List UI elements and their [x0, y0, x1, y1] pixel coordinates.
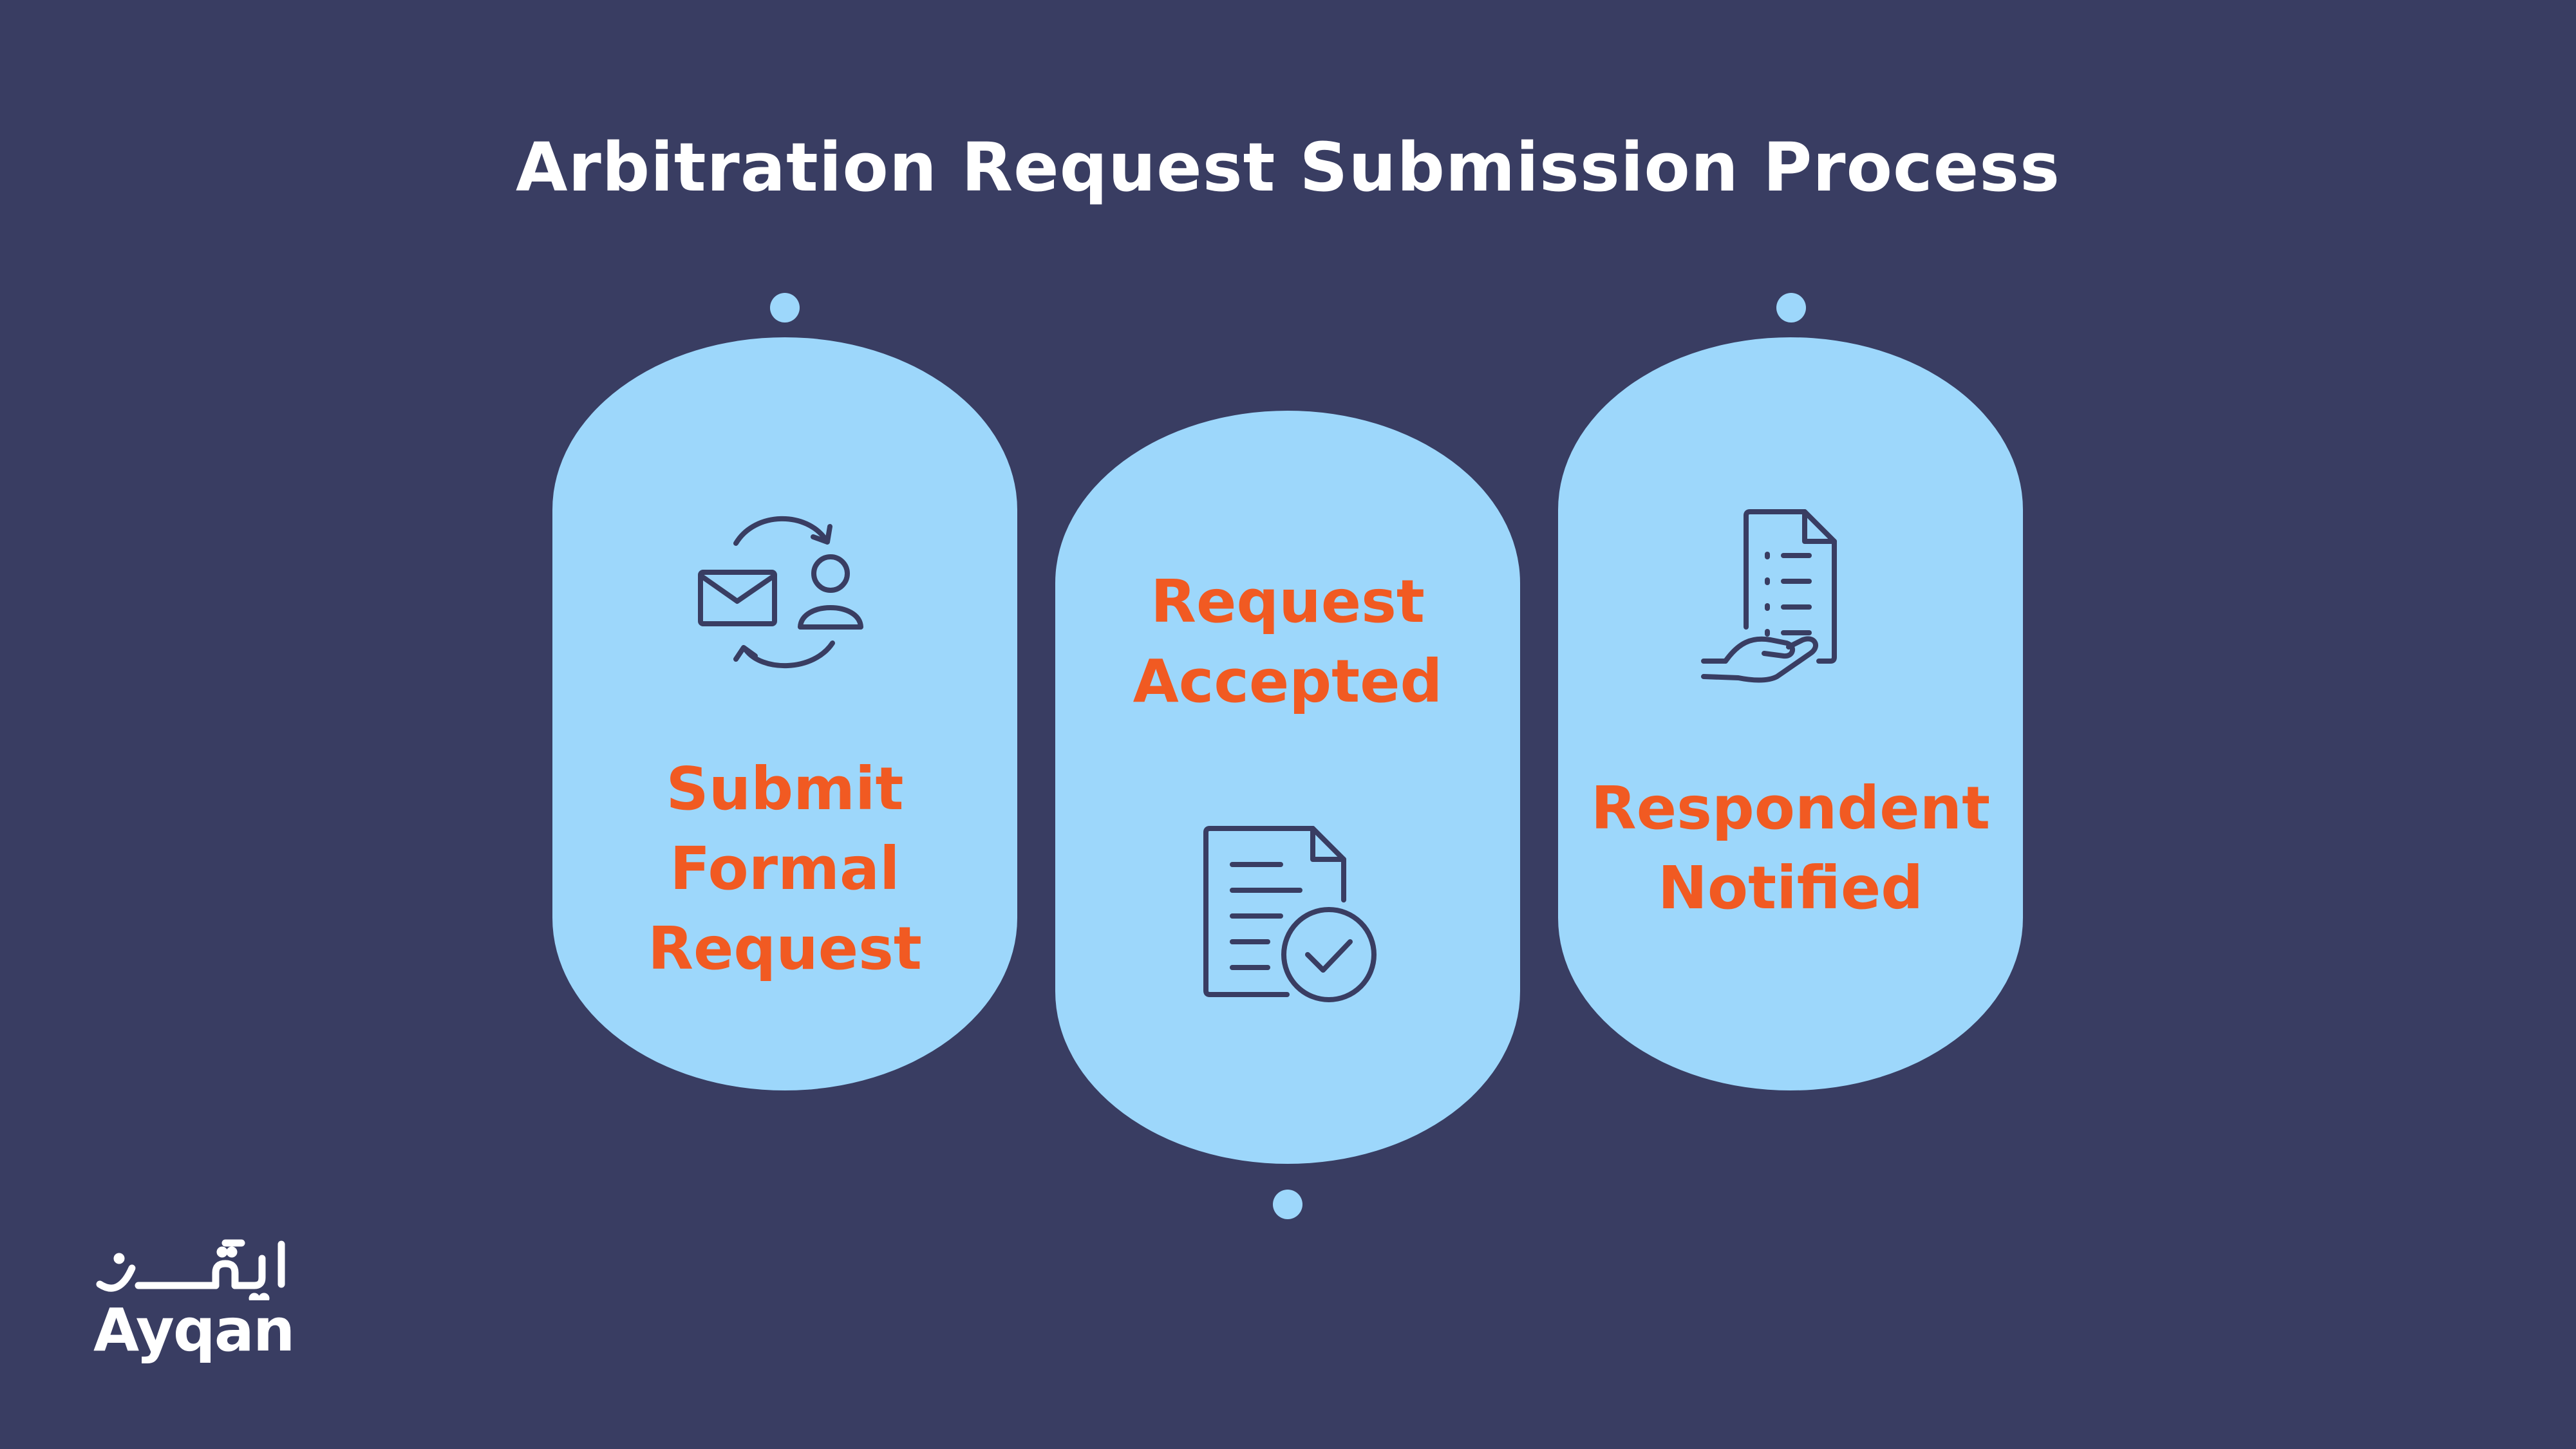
step-1-pill: Submit Formal Request	[552, 337, 1017, 1090]
step-1-label: Submit Formal Request	[648, 754, 922, 983]
connector-dot-top-1	[770, 293, 800, 323]
step-2-pill: Request Accepted	[1055, 411, 1520, 1164]
connector-dot-top-3	[1776, 293, 1806, 323]
hand-document-icon	[1701, 509, 1837, 683]
latin-logotype: Ayqan	[93, 1296, 295, 1365]
step-2-label: Request Accepted	[1133, 567, 1443, 716]
connector-dot-bottom-2	[1273, 1190, 1302, 1219]
mail-exchange-user-icon	[698, 516, 863, 668]
step-3-label: Respondent Notified	[1590, 774, 1991, 922]
step-3-pill: Respondent Notified	[1558, 337, 2023, 1090]
ayqan-logo: Ayqan	[93, 1239, 299, 1368]
arabic-logotype	[96, 1239, 285, 1300]
diagram-title: Arbitration Request Submission Process	[515, 128, 2061, 207]
document-check-icon	[1203, 826, 1377, 1002]
